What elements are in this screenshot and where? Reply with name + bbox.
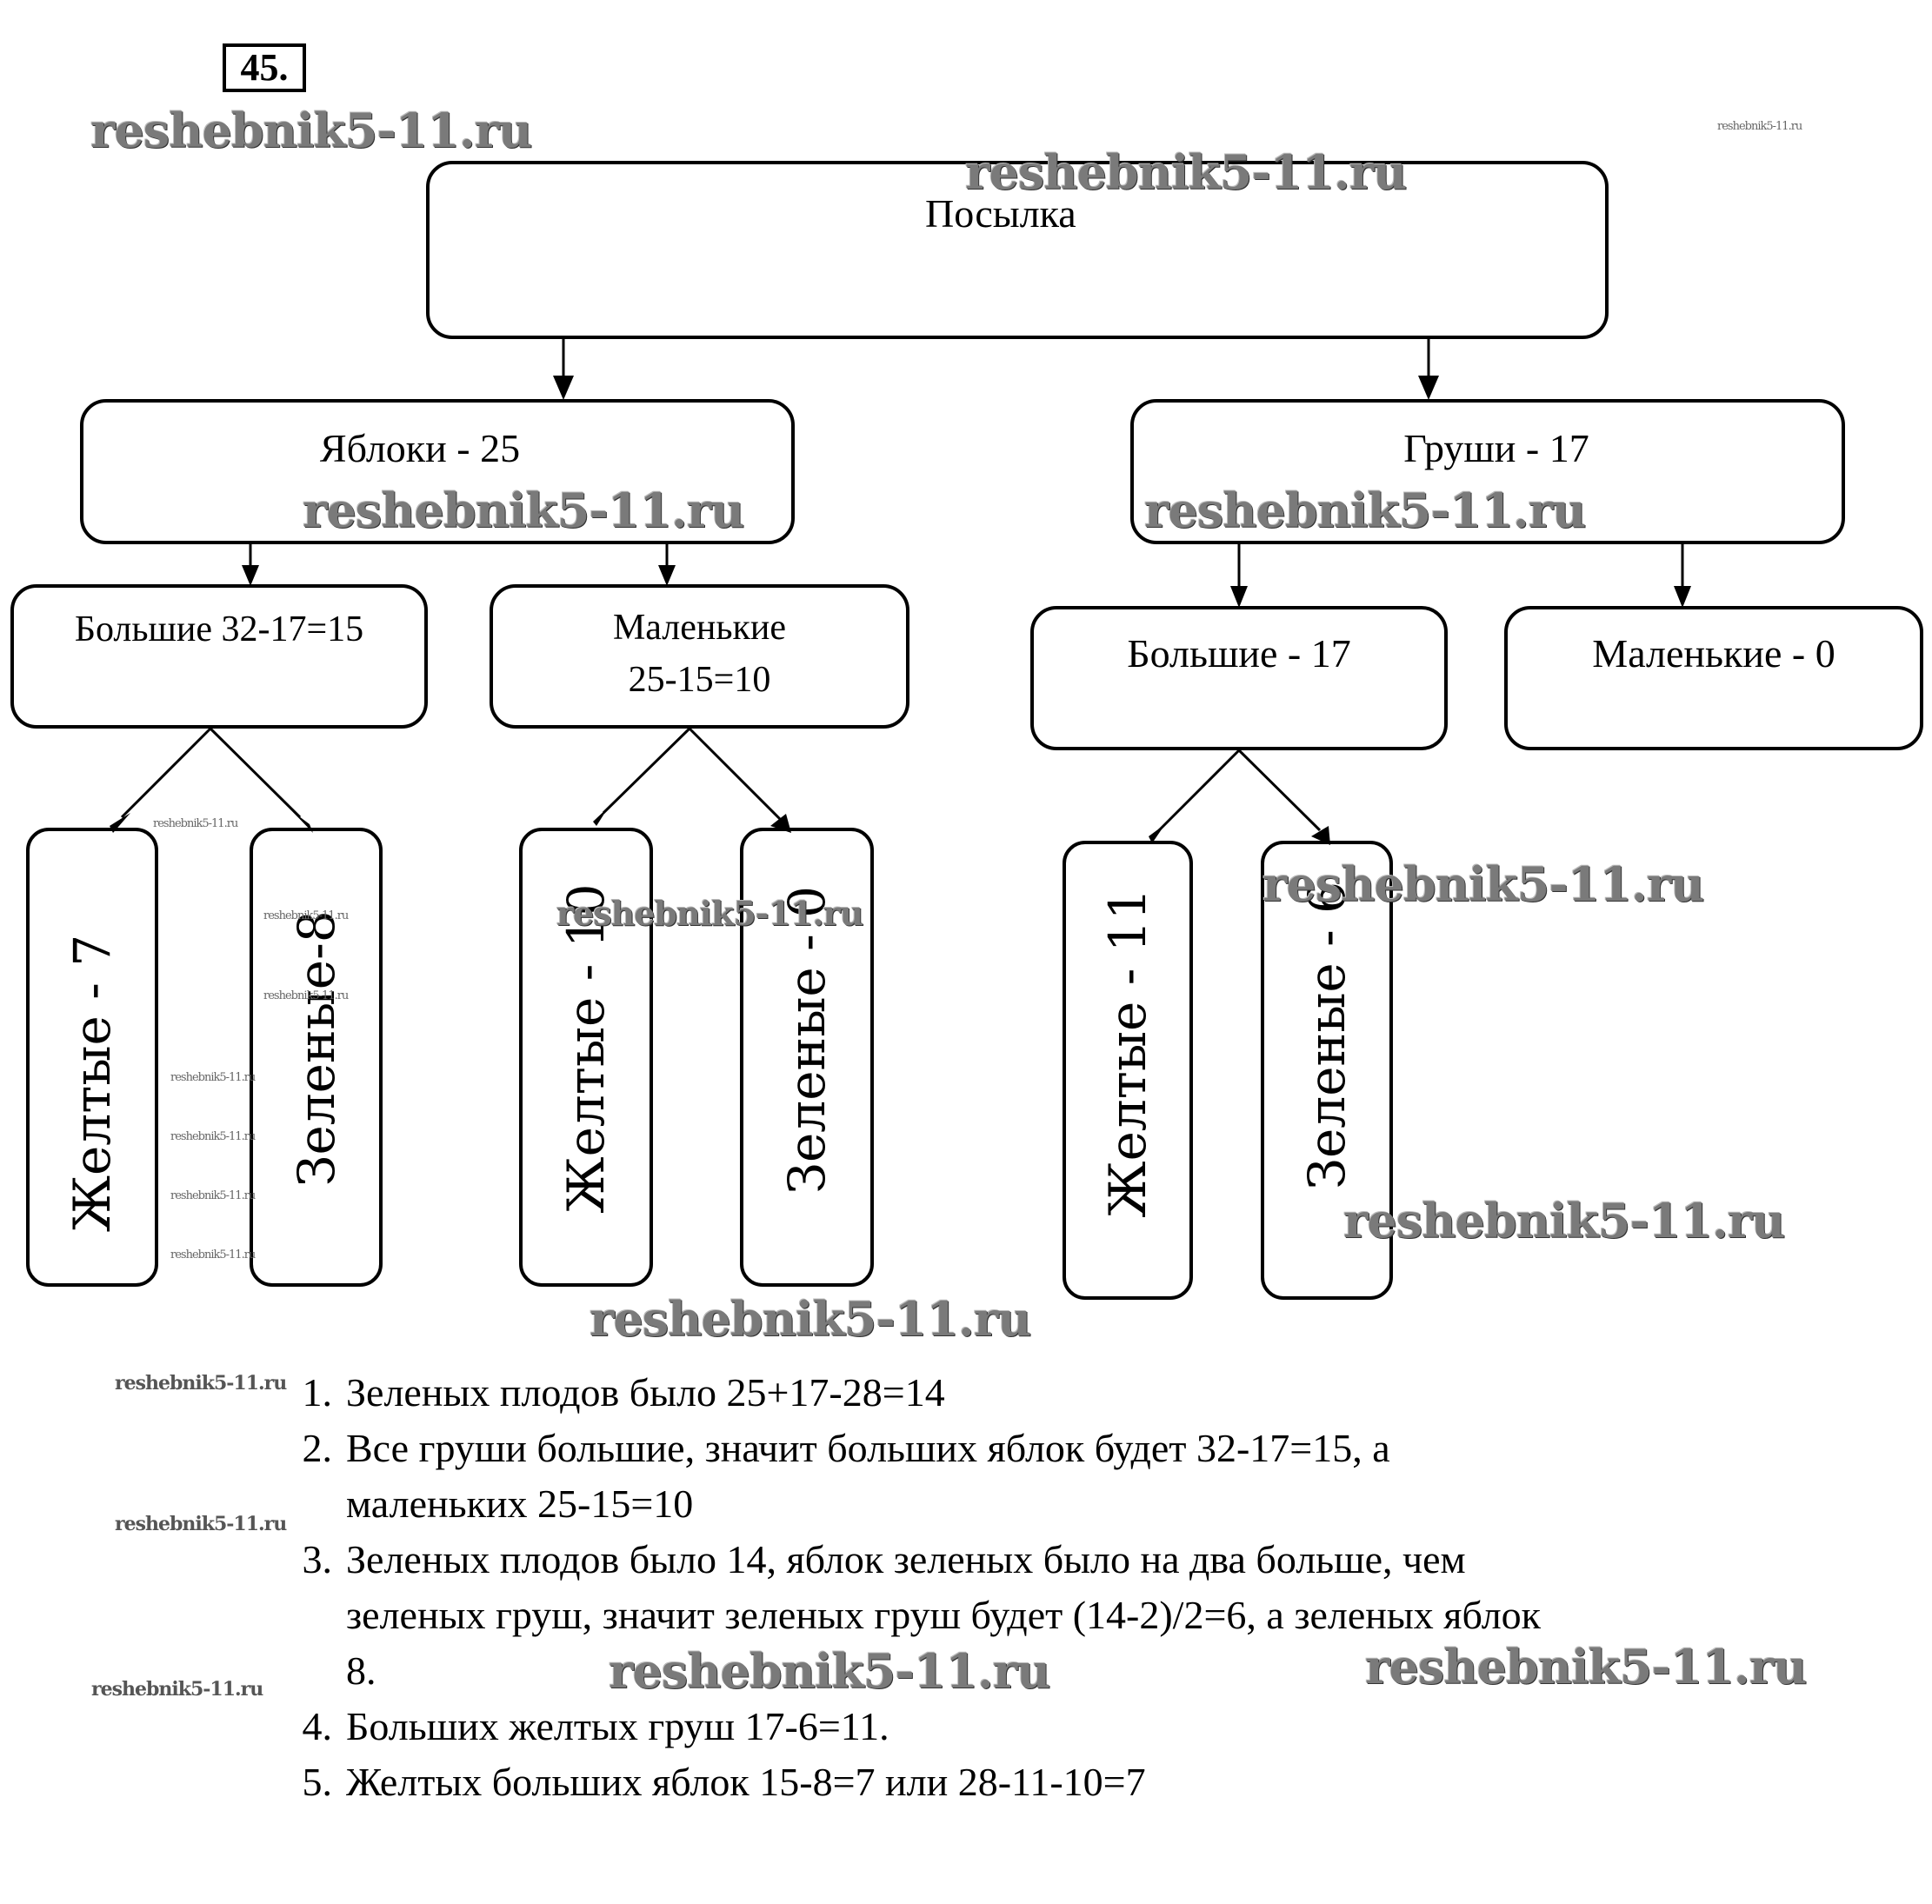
leaf-pears-big-yellow: Желтые - 11 (1063, 841, 1193, 1300)
item-line: маленьких 25-15=10 (346, 1481, 694, 1526)
watermark: reshebnik5-11.ru (90, 103, 532, 158)
watermark: reshebnik5-11.ru (1262, 856, 1704, 912)
node-apples-big-label: Большие 32-17=15 (74, 609, 364, 649)
arrowhead (553, 376, 574, 400)
item-line: зеленых груш, значит зеленых груш будет … (346, 1593, 1542, 1637)
watermark: reshebnik5-11.ru (1365, 1639, 1807, 1694)
node-apples-small-label-1: Маленькие (612, 608, 787, 648)
item-line: Зеленых плодов было 14, яблок зеленых бы… (346, 1537, 1466, 1581)
watermark: reshebnik5-11.ru (590, 1291, 1031, 1347)
watermark: reshebnik5-11.ru (91, 1678, 263, 1701)
arrowhead (1230, 586, 1248, 608)
watermark: reshebnik5-11.ru (1144, 483, 1586, 538)
arrowhead (593, 807, 609, 826)
leaf-apples-big-yellow: Желтые - 7 (26, 828, 158, 1287)
node-pears-small: Маленькие - 0 (1504, 606, 1923, 750)
arrowhead (1418, 376, 1439, 400)
watermark: reshebnik5-11.ru (170, 1130, 256, 1143)
leaf-apples-big-green: Зеленые-8 (250, 828, 383, 1287)
leaf-label: Зеленые-8 (286, 910, 346, 1187)
item-line: Зеленых плодов было 25+17-28=14 (346, 1370, 945, 1415)
item-line: Больших желтых груш 17-6=11. (346, 1704, 889, 1748)
arrow-applebig-yellow (120, 727, 212, 819)
leaf-label: Желтые - 7 (63, 934, 122, 1233)
solution-item: 5. Желтых больших яблок 15-8=7 или 28-11… (278, 1754, 1541, 1810)
leaf-label: Желтые - 10 (556, 883, 616, 1214)
arrowhead (1674, 586, 1691, 608)
leaf-label: Зеленые - 6 (1297, 881, 1356, 1190)
item-line: Желтых больших яблок 15-8=7 или 28-11-10… (346, 1760, 1146, 1804)
node-pears-big-label: Большие - 17 (1127, 631, 1351, 676)
arrow-applesmall-yellow (602, 727, 691, 815)
arrow-applebig-green (209, 727, 302, 819)
watermark: reshebnik5-11.ru (1717, 120, 1802, 133)
leaf-apples-small-yellow: Желтые - 10 (519, 828, 653, 1287)
arrowhead (292, 811, 313, 833)
item-line: Все груши большие, значит больших яблок … (346, 1426, 1390, 1470)
watermark: reshebnik5-11.ru (170, 1248, 256, 1262)
problem-number: 45. (223, 43, 306, 92)
watermark: reshebnik5-11.ru (170, 1071, 256, 1084)
solution-item: 3. Зеленых плодов было 14, яблок зеленых… (278, 1532, 1542, 1699)
item-number: 1. (302, 1370, 333, 1415)
node-apples-label: Яблоки - 25 (319, 426, 521, 470)
solution-item: 4. Больших желтых груш 17-6=11. (278, 1699, 1541, 1754)
watermark: reshebnik5-11.ru (965, 144, 1407, 200)
arrowhead (242, 565, 259, 586)
solution-item: 1. Зеленых плодов было 25+17-28=14 (278, 1365, 1541, 1421)
watermark: reshebnik5-11.ru (303, 483, 744, 538)
node-root-label: Посылка (925, 191, 1076, 236)
watermark: reshebnik5-11.ru (170, 1189, 256, 1202)
arrowhead (658, 565, 676, 586)
arrow-applesmall-green (688, 727, 782, 821)
watermark: reshebnik5-11.ru (115, 1372, 287, 1395)
item-number: 4. (302, 1704, 333, 1748)
leaf-apples-small-green: Зеленые - 0 (740, 828, 874, 1287)
watermark: reshebnik5-11.ru (1343, 1193, 1785, 1248)
node-apples-big: Большие 32-17=15 (10, 584, 428, 729)
watermark: reshebnik5-11.ru (263, 909, 349, 922)
watermark: reshebnik5-11.ru (556, 894, 863, 933)
item-line: 8. (346, 1648, 376, 1693)
node-apples-small: Маленькие 25-15=10 (490, 584, 909, 729)
node-pears-small-label: Маленькие - 0 (1592, 631, 1835, 676)
item-number: 3. (302, 1537, 333, 1581)
solution-item: 2. Все груши большие, значит больших ябл… (278, 1421, 1541, 1532)
node-apples: Яблоки - 25 (80, 399, 795, 544)
watermark: reshebnik5-11.ru (609, 1643, 1050, 1699)
node-pears: Груши - 17 (1130, 399, 1845, 544)
node-pears-label: Груши - 17 (1403, 426, 1589, 470)
item-number: 2. (302, 1426, 333, 1470)
solution-list: 1. Зеленых плодов было 25+17-28=14 2. Вс… (278, 1365, 1542, 1810)
leaf-label: Желтые - 11 (1098, 888, 1157, 1218)
watermark: reshebnik5-11.ru (263, 989, 349, 1002)
node-root: Посылка (426, 161, 1609, 339)
watermark: reshebnik5-11.ru (115, 1513, 287, 1535)
leaf-pears-big-green: Зеленые - 6 (1261, 841, 1393, 1300)
arrowhead (1149, 824, 1165, 843)
node-pears-big: Большие - 17 (1030, 606, 1448, 750)
arrow-pearbig-green (1237, 749, 1322, 832)
item-number: 5. (302, 1760, 333, 1804)
arrow-pearbig-yellow (1157, 749, 1241, 832)
arrowhead (1311, 826, 1330, 845)
watermark: reshebnik5-11.ru (153, 817, 238, 830)
node-apples-small-label-2: 25-15=10 (628, 660, 771, 700)
